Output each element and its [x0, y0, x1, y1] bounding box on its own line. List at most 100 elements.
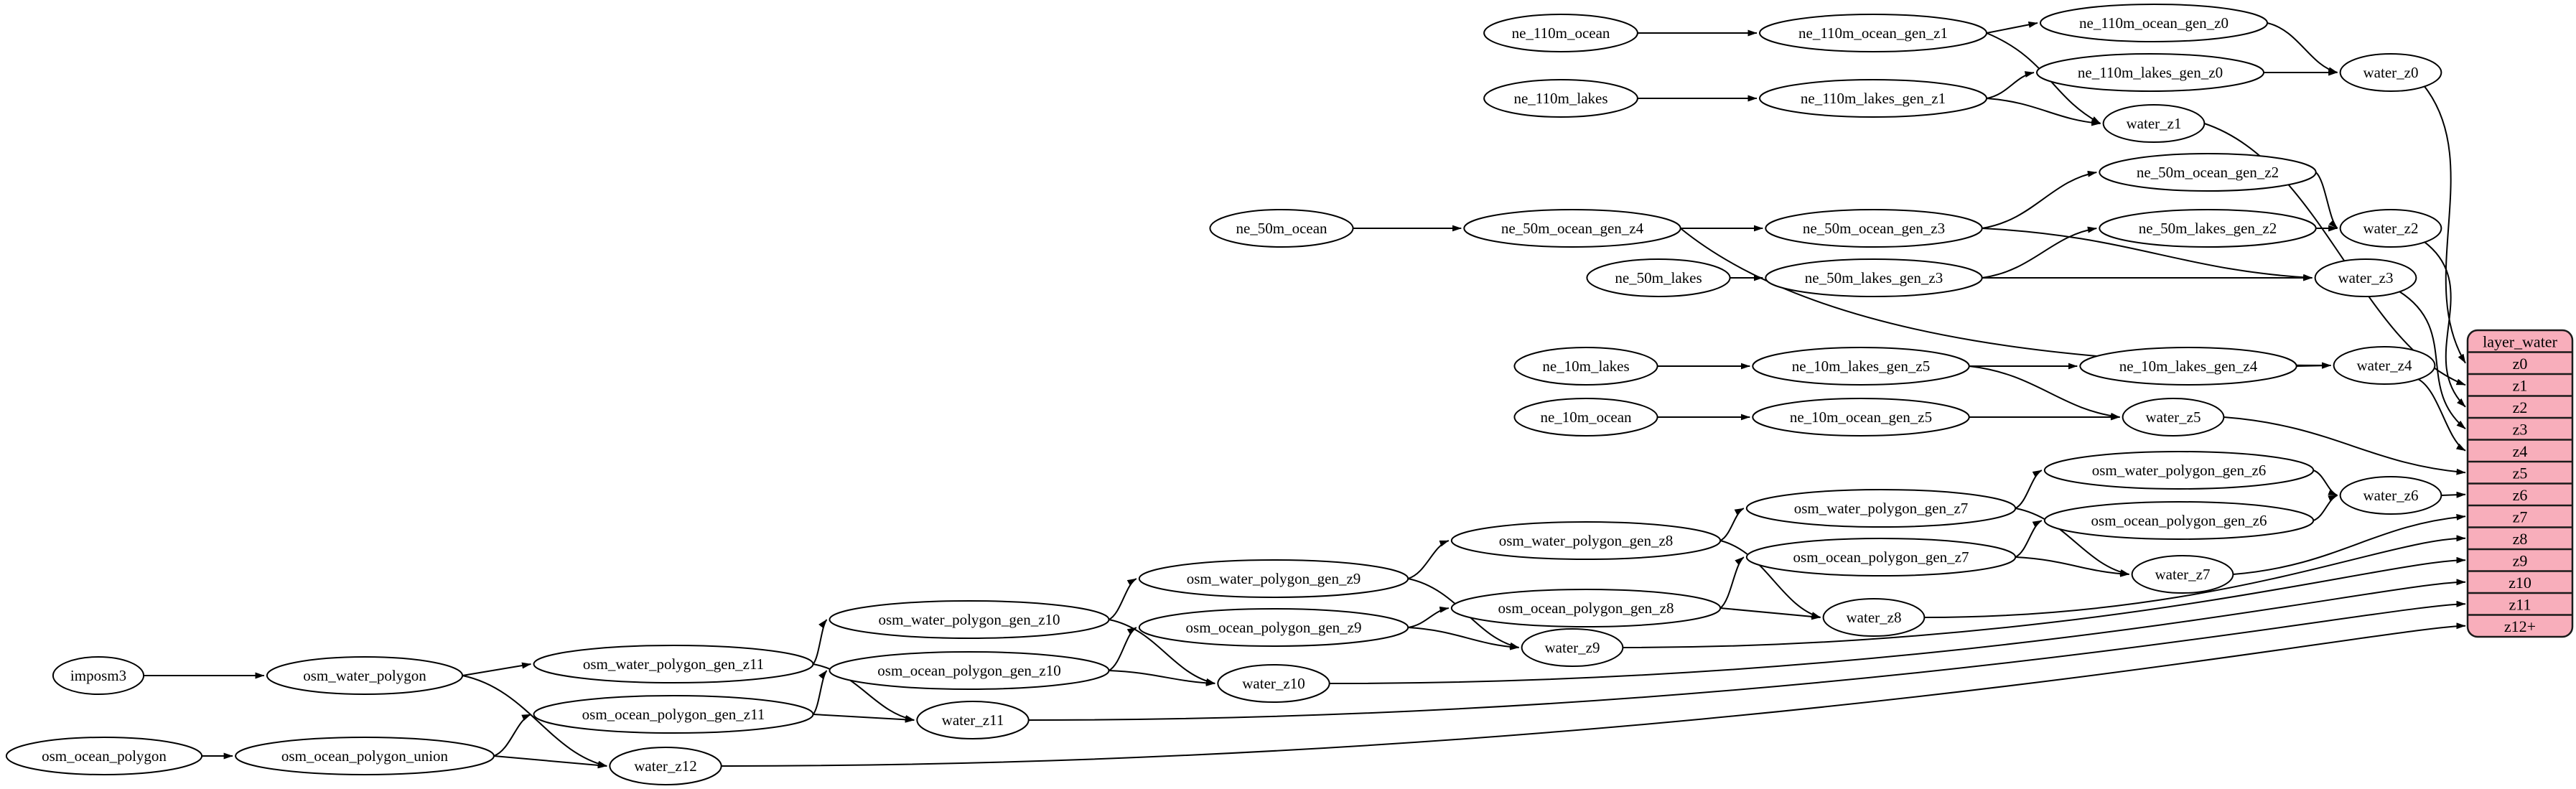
node-label: water_z10 [1242, 675, 1305, 692]
edge-ne_110m_lakes_gen_z1-to-ne_110m_lakes_gen_z0 [1986, 71, 2035, 99]
node-ne_10m_lakes_gen_z5: ne_10m_lakes_gen_z5 [1752, 347, 1970, 386]
edge-water_z3-to-layer-water-z3 [2398, 290, 2466, 430]
node-osm_water_polygon_gen_z9: osm_water_polygon_gen_z9 [1138, 559, 1409, 598]
node-ellipse [609, 747, 722, 785]
node-ellipse [2314, 258, 2417, 297]
node-label: imposm3 [70, 667, 126, 684]
node-label: water_z0 [2363, 64, 2419, 81]
node-ne_50m_lakes: ne_50m_lakes [1586, 258, 1731, 297]
node-water_z1: water_z1 [2102, 104, 2206, 143]
edge-osm_ocean_polygon_gen_z8-to-osm_ocean_polygon_gen_z7 [1719, 556, 1745, 609]
node-ne_110m_ocean_gen_z0: ne_110m_ocean_gen_z0 [2040, 4, 2268, 42]
node-ne_110m_ocean_gen_z1: ne_110m_ocean_gen_z1 [1759, 14, 1987, 52]
edge-osm_water_polygon_gen_z10-to-water_z10 [1109, 619, 1215, 685]
node-label: water_z9 [1545, 639, 1600, 656]
node-ellipse [2079, 347, 2297, 386]
node-osm_ocean_polygon_gen_z6: osm_ocean_polygon_gen_z6 [2043, 501, 2315, 540]
node-water_z0: water_z0 [2339, 53, 2442, 92]
node-ellipse [2339, 476, 2442, 515]
node-osm_ocean_polygon_gen_z7: osm_ocean_polygon_gen_z7 [1745, 538, 2017, 576]
edge-ne_110m_ocean_gen_z1-to-ne_110m_ocean_gen_z0 [1986, 22, 2038, 34]
node-ellipse [1752, 398, 1970, 436]
node-ne_10m_ocean: ne_10m_ocean [1513, 398, 1658, 436]
node-ellipse [1765, 258, 1983, 297]
edge-osm_water_polygon_gen_z11-to-osm_water_polygon_gen_z10 [812, 619, 828, 665]
node-label: ne_10m_ocean_gen_z5 [1790, 408, 1932, 426]
node-label: osm_water_polygon_gen_z6 [2092, 462, 2267, 479]
node-ellipse [1759, 14, 1987, 52]
node-label: osm_ocean_polygon_union [281, 747, 449, 765]
node-label: water_z12 [634, 757, 696, 775]
node-label: ne_50m_ocean [1236, 220, 1327, 237]
node-ellipse [2131, 555, 2234, 594]
node-ellipse [533, 695, 814, 734]
node-ellipse [533, 645, 814, 683]
edge-osm_water_polygon-to-osm_water_polygon_gen_z11 [462, 662, 531, 676]
node-ellipse [1745, 538, 2017, 576]
edge-osm_ocean_polygon_union-to-water_z12 [493, 755, 607, 769]
node-label: osm_ocean_polygon_gen_z7 [1793, 548, 1969, 566]
node-ellipse [1450, 589, 1722, 627]
node-ellipse [1217, 664, 1330, 703]
edge-osm_ocean_polygon_gen_z8-to-water_z8 [1720, 607, 1821, 620]
node-ellipse [1138, 608, 1409, 647]
edge-osm_water_polygon_gen_z8-to-osm_water_polygon_gen_z7 [1719, 508, 1745, 541]
node-ellipse [266, 656, 464, 695]
edge-osm_ocean_polygon_gen_z9-to-water_z9 [1408, 627, 1520, 650]
node-ellipse [2122, 398, 2225, 436]
node-water_z6: water_z6 [2339, 476, 2442, 515]
node-ellipse [2040, 4, 2268, 42]
node-ellipse [52, 656, 145, 695]
node-ne_50m_ocean_gen_z3: ne_50m_ocean_gen_z3 [1765, 209, 1983, 248]
node-label: osm_water_polygon [303, 667, 426, 684]
node-water_z4: water_z4 [2333, 346, 2436, 385]
node-water_z9: water_z9 [1521, 628, 1624, 667]
node-water_z8: water_z8 [1822, 598, 1926, 637]
node-ellipse [2102, 104, 2206, 143]
node-label: osm_water_polygon_gen_z10 [878, 611, 1060, 628]
node-ellipse [1513, 398, 1658, 436]
table-row-z8: z8 [2513, 530, 2528, 548]
node-ellipse [1463, 209, 1681, 248]
edge-ne_110m_lakes_gen_z1-to-water_z1 [1986, 98, 2101, 126]
node-label: ne_10m_lakes [1542, 358, 1629, 375]
node-osm_water_polygon_gen_z6: osm_water_polygon_gen_z6 [2043, 451, 2315, 490]
edge-water_z2-to-layer-water-z2 [2423, 241, 2466, 408]
edge-osm_ocean_polygon_gen_z10-to-water_z10 [1109, 670, 1215, 686]
node-label: osm_water_polygon_gen_z7 [1794, 500, 1969, 517]
edge-water_z12-to-layer-water-z12+ [721, 622, 2466, 767]
edge-osm_ocean_polygon_gen_z7-to-water_z7 [2015, 556, 2130, 577]
node-label: ne_50m_ocean_gen_z2 [2137, 164, 2279, 181]
edge-osm_water_polygon_gen_z10-to-osm_water_polygon_gen_z9 [1108, 578, 1137, 620]
edge-water_z7-to-layer-water-z7 [2233, 513, 2466, 575]
node-ellipse [2036, 53, 2264, 92]
node-osm_water_polygon_gen_z8: osm_water_polygon_gen_z8 [1450, 521, 1722, 560]
edge-osm_ocean_polygon_gen_z10-to-osm_ocean_polygon_gen_z9 [1108, 627, 1137, 671]
node-ne_50m_ocean_gen_z2: ne_50m_ocean_gen_z2 [2099, 153, 2317, 192]
node-label: osm_ocean_polygon_gen_z9 [1186, 619, 1362, 636]
node-label: water_z3 [2338, 269, 2394, 286]
edge-osm_water_polygon_gen_z9-to-osm_water_polygon_gen_z8 [1407, 540, 1450, 579]
edge-ne_110m_ocean_gen_z0-to-water_z0 [2267, 22, 2338, 74]
node-label: osm_ocean_polygon_gen_z10 [877, 662, 1060, 679]
node-label: osm_ocean_polygon_gen_z6 [2091, 512, 2267, 529]
edge-osm_ocean_polygon_gen_z7-to-osm_ocean_polygon_gen_z6 [2015, 520, 2043, 558]
node-ellipse [2043, 451, 2315, 490]
node-ellipse [2339, 53, 2442, 92]
node-ellipse [1513, 347, 1658, 386]
node-ellipse [2333, 346, 2436, 385]
node-label: ne_50m_ocean_gen_z3 [1803, 220, 1945, 237]
node-ne_50m_ocean: ne_50m_ocean [1209, 209, 1354, 248]
node-label: ne_110m_ocean_gen_z1 [1798, 24, 1948, 42]
table-row-z9: z9 [2513, 551, 2528, 569]
node-label: ne_10m_lakes_gen_z5 [1792, 358, 1930, 375]
node-ellipse [1138, 559, 1409, 598]
edge-ne_50m_ocean_gen_z4-to-water_z4 [1680, 228, 2332, 369]
node-ne_50m_lakes_gen_z3: ne_50m_lakes_gen_z3 [1765, 258, 1983, 297]
layer-water-table-title: layer_water [2483, 332, 2557, 350]
node-label: ne_110m_lakes_gen_z1 [1801, 90, 1946, 107]
edge-osm_water_polygon_gen_z6-to-water_z6 [2313, 470, 2338, 496]
node-ellipse [1822, 598, 1926, 637]
edge-osm_water_polygon_gen_z7-to-osm_water_polygon_gen_z6 [2015, 470, 2043, 509]
